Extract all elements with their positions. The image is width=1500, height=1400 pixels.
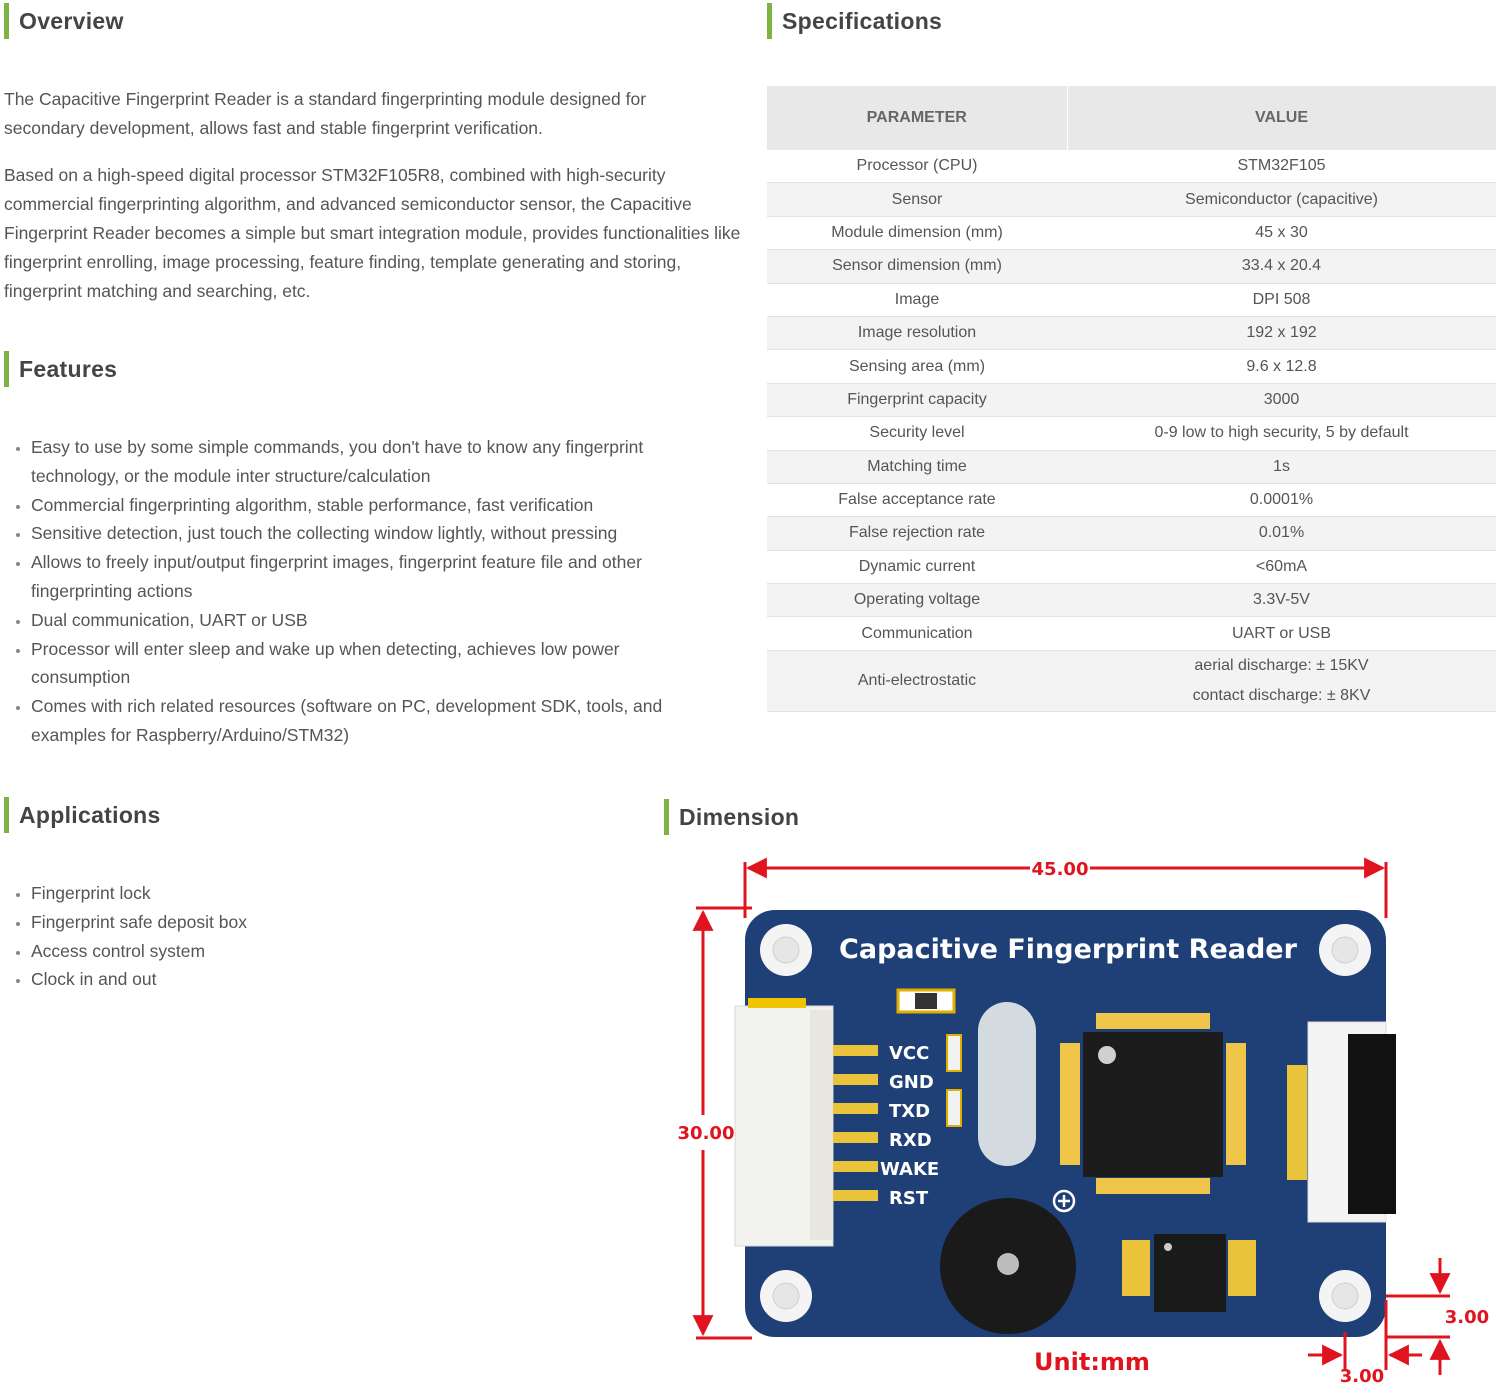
- spec-value-cell: aerial discharge: ± 15KV contact discharg…: [1067, 650, 1496, 712]
- spec-parameter-cell: Image resolution: [767, 316, 1067, 351]
- spec-value-cell: 3000: [1067, 383, 1496, 418]
- spec-value-cell: Semiconductor (capacitive): [1067, 182, 1496, 217]
- list-item: Fingerprint lock: [31, 879, 631, 908]
- mounting-holes: [760, 924, 1371, 1322]
- overview-paragraph-1: The Capacitive Fingerprint Reader is a s…: [4, 89, 647, 138]
- spec-value-cell: 33.4 x 20.4: [1067, 249, 1496, 284]
- list-item: Allows to freely input/output fingerprin…: [31, 548, 711, 606]
- specifications-title: Specifications: [767, 3, 942, 39]
- height-dimension-label: 30.00: [678, 1123, 735, 1144]
- spec-parameter-cell: Fingerprint capacity: [767, 383, 1067, 418]
- buzzer: [940, 1189, 1076, 1334]
- crystal-oscillator: [978, 1002, 1036, 1166]
- spec-value-cell: 9.6 x 12.8: [1067, 349, 1496, 384]
- spec-parameter-cell: Sensor dimension (mm): [767, 249, 1067, 284]
- list-item: Easy to use by some simple commands, you…: [31, 433, 711, 491]
- overview-paragraph-2: Based on a high-speed digital processor …: [4, 165, 741, 301]
- pin-label-vcc: VCC: [889, 1043, 929, 1064]
- pin-label-wake: WAKE: [880, 1159, 939, 1180]
- spec-value-line: aerial discharge: ± 15KV: [1194, 656, 1369, 674]
- spec-value-line: contact discharge: ± 8KV: [1192, 686, 1371, 704]
- table-row: Dynamic current<60mA: [767, 550, 1496, 585]
- spec-parameter-cell: Sensor: [767, 182, 1067, 217]
- column-header-parameter: PARAMETER: [767, 86, 1068, 150]
- smd-components: [896, 988, 962, 1127]
- spec-value-cell: 45 x 30: [1067, 216, 1496, 251]
- spec-value-cell: STM32F105: [1067, 150, 1496, 184]
- spec-parameter-cell: Anti-electrostatic: [767, 650, 1067, 712]
- spec-parameter-cell: Module dimension (mm): [767, 216, 1067, 251]
- spec-parameter-cell: Image: [767, 283, 1067, 317]
- spec-parameter-cell: False rejection rate: [767, 516, 1067, 551]
- pin-label-rxd: RXD: [889, 1130, 932, 1151]
- spec-parameter-cell: Security level: [767, 416, 1067, 451]
- spec-value-cell: 1s: [1067, 450, 1496, 484]
- pin-label-gnd: GND: [889, 1072, 934, 1093]
- width-dimension-label: 45.00: [1032, 859, 1089, 880]
- board-title: Capacitive Fingerprint Reader: [839, 934, 1298, 965]
- spec-parameter-cell: Processor (CPU): [767, 150, 1067, 184]
- spec-value-cell: 192 x 192: [1067, 316, 1496, 351]
- column-header-value: VALUE: [1067, 86, 1497, 150]
- pin-label-rst: RST: [889, 1188, 929, 1209]
- spec-value-cell: 0-9 low to high security, 5 by default: [1067, 416, 1496, 451]
- spec-parameter-cell: Communication: [767, 616, 1067, 651]
- list-item: Commercial fingerprinting algorithm, sta…: [31, 491, 711, 520]
- small-ic: [1122, 1234, 1256, 1312]
- pin-header-connector: [734, 998, 878, 1247]
- spec-value-cell: 0.01%: [1067, 516, 1496, 551]
- table-row: Module dimension (mm)45 x 30: [767, 216, 1496, 251]
- spec-parameter-cell: Operating voltage: [767, 583, 1067, 618]
- table-row: Sensing area (mm)9.6 x 12.8: [767, 349, 1496, 384]
- overview-title: Overview: [4, 3, 124, 39]
- spec-parameter-cell: Matching time: [767, 450, 1067, 484]
- list-item: Comes with rich related resources (softw…: [31, 692, 711, 750]
- dimension-lines: [692, 857, 1451, 1375]
- spec-value-cell: <60mA: [1067, 550, 1496, 585]
- mcu-chip: [1060, 1013, 1246, 1194]
- list-item: Clock in and out: [31, 965, 631, 994]
- list-item: Fingerprint safe deposit box: [31, 908, 631, 937]
- spec-value-cell: DPI 508: [1067, 283, 1496, 317]
- applications-list: Fingerprint lock Fingerprint safe deposi…: [4, 879, 631, 994]
- pin-label-txd: TXD: [889, 1101, 930, 1122]
- specifications-table: PARAMETER VALUE Processor (CPU)STM32F105…: [767, 86, 1497, 712]
- table-header-row: PARAMETER VALUE: [767, 86, 1497, 150]
- spec-value-cell: 0.0001%: [1067, 483, 1496, 518]
- list-item: Sensitive detection, just touch the coll…: [31, 519, 711, 548]
- list-item: Processor will enter sleep and wake up w…: [31, 635, 711, 693]
- features-list: Easy to use by some simple commands, you…: [4, 433, 711, 750]
- features-title: Features: [4, 351, 117, 387]
- dimension-drawing: Capacitive Fingerprint Reader VCC GND TX…: [678, 857, 1489, 1387]
- unit-label: Unit:mm: [1034, 1348, 1150, 1376]
- applications-title: Applications: [4, 797, 161, 833]
- spec-parameter-cell: Dynamic current: [767, 550, 1067, 585]
- list-item: Access control system: [31, 937, 631, 966]
- spec-value-cell: UART or USB: [1067, 616, 1496, 651]
- table-row: Processor (CPU)STM32F105: [767, 150, 1496, 184]
- spec-parameter-cell: False acceptance rate: [767, 483, 1067, 518]
- list-item: Dual communication, UART or USB: [31, 606, 711, 635]
- fpc-connector: [1287, 1021, 1396, 1223]
- table-row: Sensor dimension (mm)33.4 x 20.4: [767, 249, 1496, 284]
- spec-parameter-cell: Sensing area (mm): [767, 349, 1067, 384]
- offset-x-dimension-label: 3.00: [1340, 1366, 1384, 1387]
- spec-value-cell: 3.3V-5V: [1067, 583, 1496, 618]
- offset-y-dimension-label: 3.00: [1445, 1307, 1489, 1328]
- dimension-title: Dimension: [664, 799, 799, 835]
